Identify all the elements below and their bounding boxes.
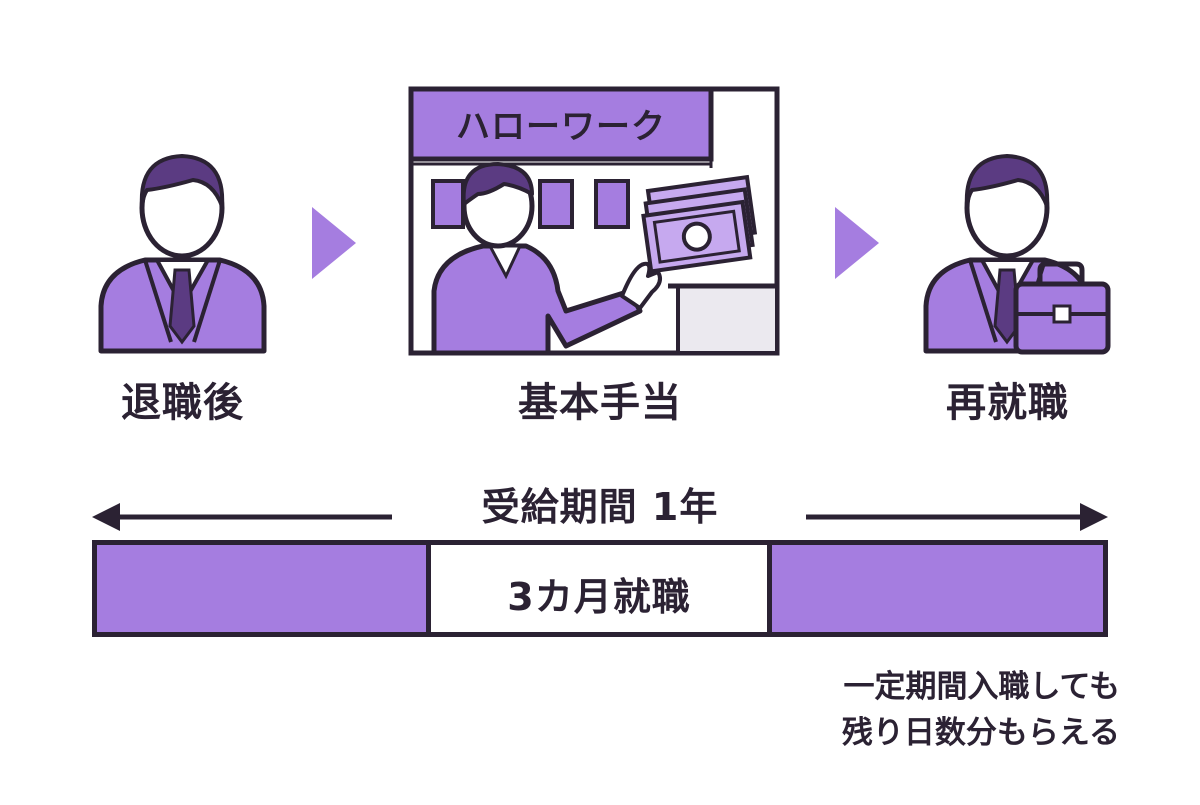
note-text: 一定期間入職しても 残り日数分もらえる — [760, 664, 1120, 756]
timeline-divider — [426, 540, 431, 637]
timeline-frame — [92, 540, 1108, 637]
step-label-benefit: 基本手当 — [518, 380, 682, 426]
hello-work-counter-icon — [408, 86, 780, 356]
note-line-1: 一定期間入職しても — [843, 669, 1120, 705]
chevron-right-icon — [312, 207, 356, 279]
arrow-left-icon — [92, 503, 392, 531]
timeline-segment-employed — [428, 540, 770, 637]
period-title: 受給期間 1年 — [481, 485, 719, 529]
timeline-segment-after — [770, 540, 1108, 637]
timeline-segment-before — [92, 540, 428, 637]
step-label-reemploy: 再就職 — [946, 380, 1069, 426]
person-briefcase-icon — [923, 154, 1111, 355]
timeline-segment-label: 3カ月就職 — [507, 575, 691, 619]
chevron-right-icon — [835, 207, 879, 279]
person-icon — [98, 154, 267, 354]
arrow-right-icon — [806, 503, 1108, 531]
timeline-divider — [767, 540, 772, 637]
hello-work-sign: ハローワーク — [456, 107, 666, 147]
note-line-2: 残り日数分もらえる — [841, 715, 1120, 751]
step-label-retire: 退職後 — [121, 380, 244, 426]
